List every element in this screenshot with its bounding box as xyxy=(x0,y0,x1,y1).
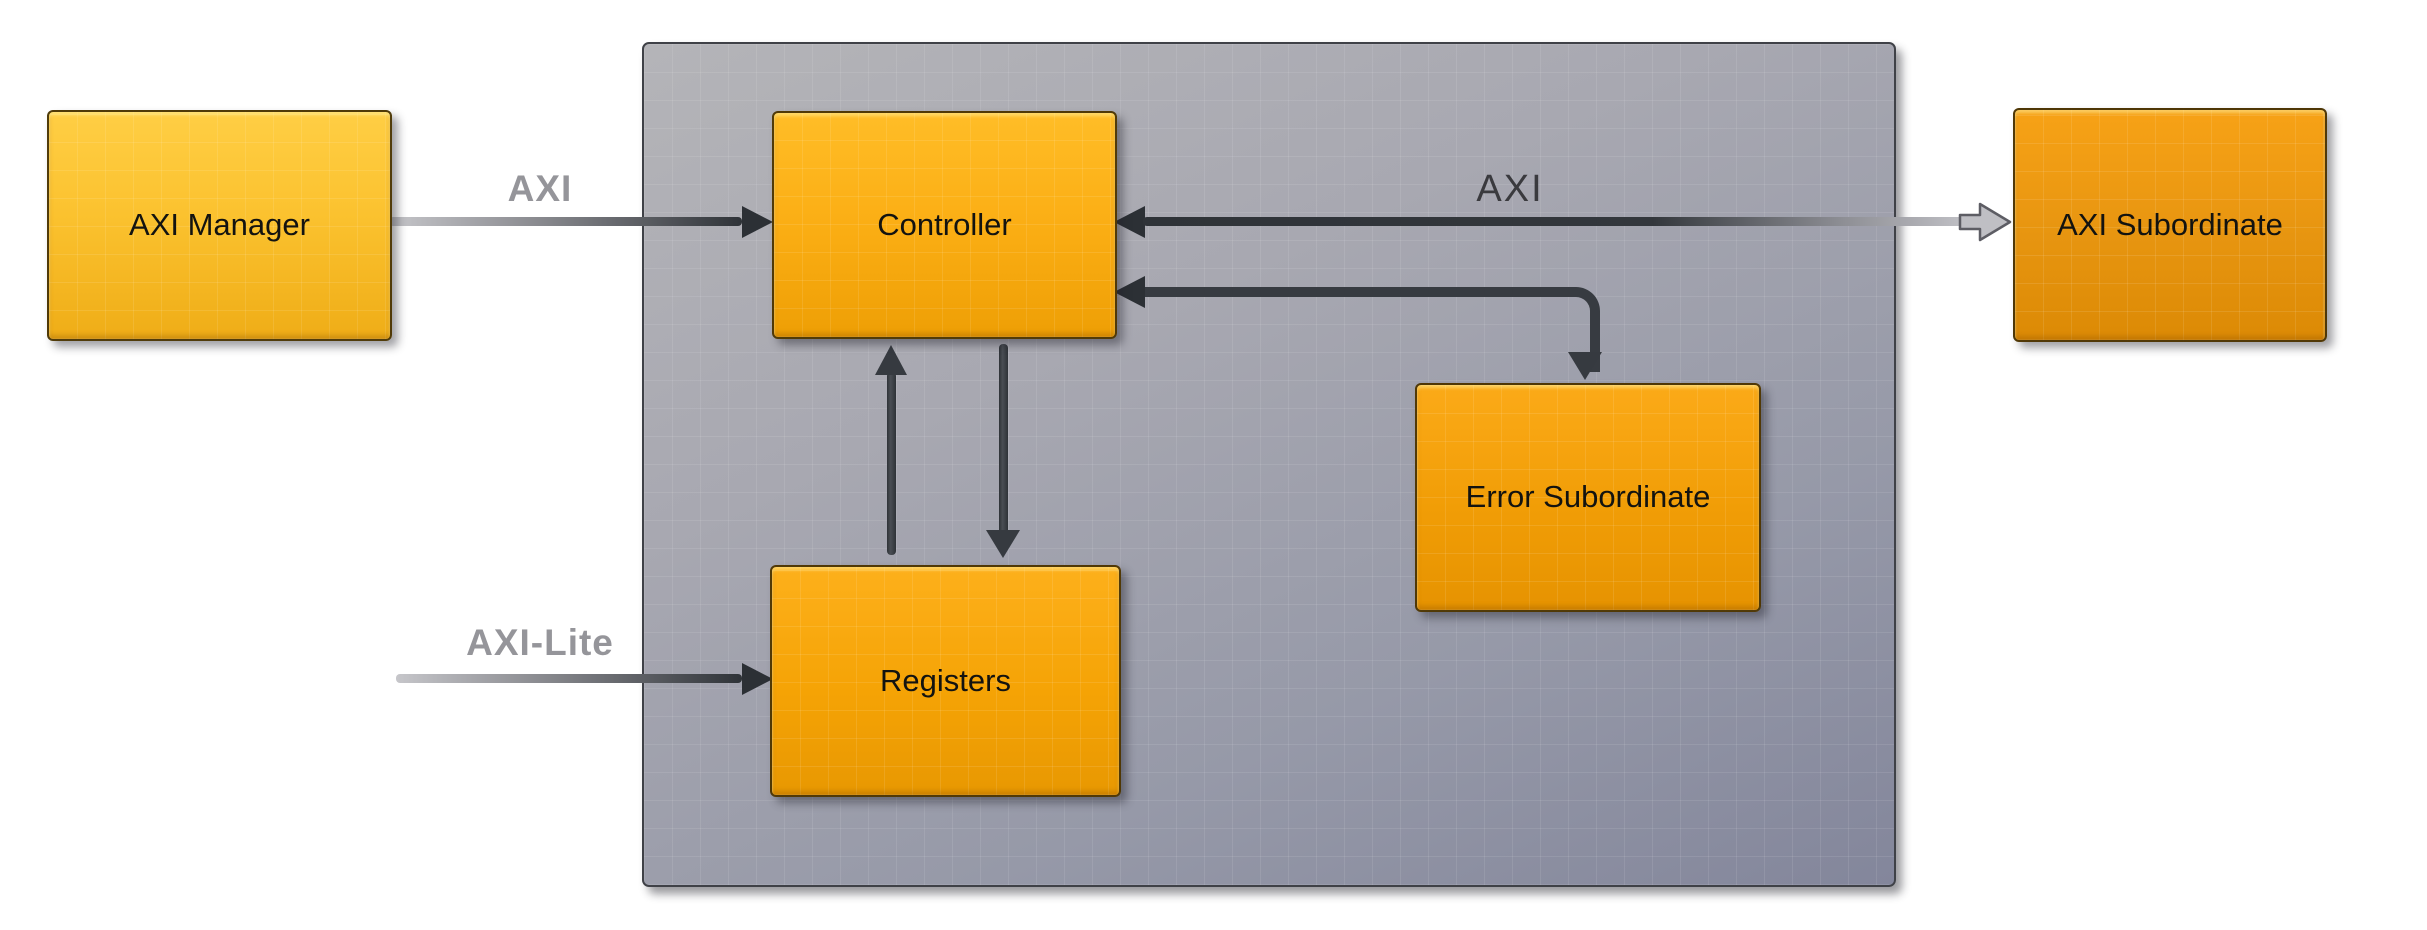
arrow-shaft xyxy=(999,344,1008,534)
block-error-subordinate: Error Subordinate xyxy=(1415,383,1761,612)
arrowhead-right-icon xyxy=(742,663,773,695)
arrowhead-left-icon xyxy=(1114,206,1145,238)
arrowhead-left-icon xyxy=(1114,276,1145,308)
block-label: AXI Subordinate xyxy=(2057,206,2283,242)
axi-label-right: AXI xyxy=(1476,168,1544,210)
block-registers: Registers xyxy=(770,565,1121,797)
block-label: Controller xyxy=(877,206,1012,242)
block-controller: Controller xyxy=(772,111,1117,339)
arrowhead-right-outlined-icon xyxy=(1958,202,2012,242)
elbow-connector xyxy=(1145,287,1600,372)
arrowhead-down-icon xyxy=(986,530,1020,558)
block-label: Error Subordinate xyxy=(1465,479,1711,515)
arrow-shaft xyxy=(1143,217,1965,226)
block-label: AXI Manager xyxy=(129,207,310,243)
block-label: Registers xyxy=(880,662,1011,698)
arrowhead-up-icon xyxy=(875,345,907,375)
axi-lite-label: AXI-Lite xyxy=(466,622,614,663)
axi-label-left: AXI xyxy=(507,168,573,209)
arrow-shaft xyxy=(389,217,742,226)
block-axi-manager: AXI Manager xyxy=(47,110,392,341)
block-axi-subordinate: AXI Subordinate xyxy=(2013,108,2327,342)
arrowhead-right-icon xyxy=(742,206,773,238)
arrowhead-down-icon xyxy=(1568,352,1602,380)
arrow-shaft xyxy=(887,372,896,555)
arrow-shaft xyxy=(396,674,742,683)
